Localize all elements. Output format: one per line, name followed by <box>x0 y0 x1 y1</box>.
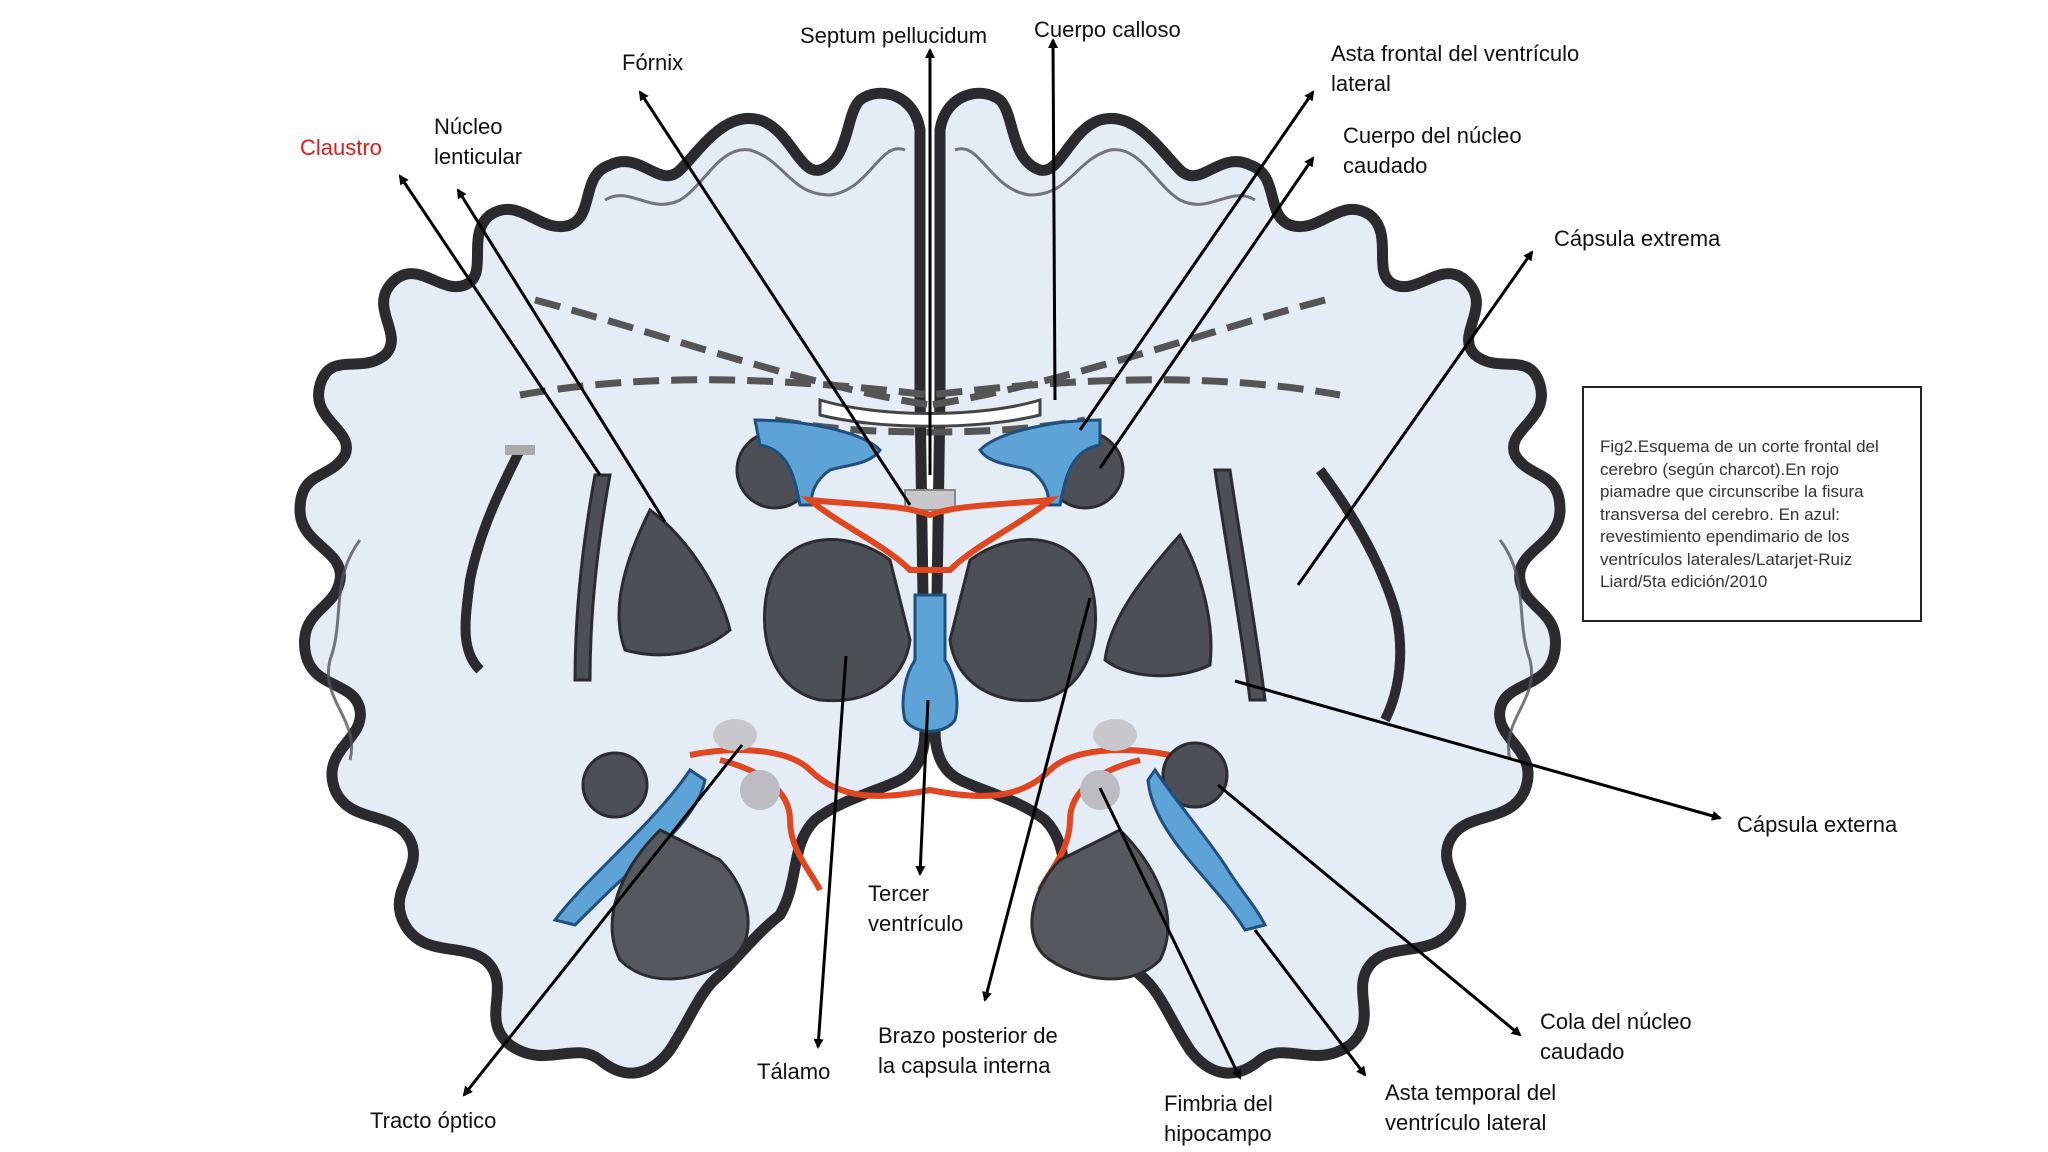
arrow-capsula-extrema <box>1296 250 1534 586</box>
arrow-cuerpo-calloso <box>1048 38 1059 401</box>
label-capsula-extrema: Cápsula extrema <box>1554 226 1721 251</box>
third-ventricle <box>901 593 959 733</box>
label-cuerpo-caudado-line1: Cuerpo del núcleo <box>1343 123 1522 148</box>
label-asta-temporal-line2: ventrículo lateral <box>1385 1110 1546 1135</box>
left-hemisphere-cortex <box>294 87 931 1079</box>
right-temporal-horn <box>1146 767 1268 932</box>
figure-caption-box: Fig2.Esquema de un corte frontal del cer… <box>1582 386 1922 622</box>
labels: Septum pellucidum Cuerpo calloso Fórnix … <box>300 17 1898 1146</box>
label-asta-frontal-line2: lateral <box>1331 71 1391 96</box>
label-asta-frontal-line1: Asta frontal del ventrículo <box>1331 41 1579 66</box>
left-lateral-ventricle <box>753 418 882 507</box>
arrow-capsula-externa <box>1234 679 1722 821</box>
corpus-callosum <box>818 397 1042 428</box>
left-lenticular-nucleus <box>617 507 732 657</box>
label-cola-caudado-line2: caudado <box>1540 1039 1624 1064</box>
arrow-tercer-ventriculo <box>915 699 930 876</box>
label-tercer-ventriculo-line2: ventrículo <box>868 911 963 936</box>
figure-caption-text: Fig2.Esquema de un corte frontal del cer… <box>1600 437 1879 591</box>
pia-mater-transverse <box>689 747 1171 799</box>
right-optic-tract <box>1093 719 1137 751</box>
left-claustrum <box>573 473 612 682</box>
arrow-asta-frontal <box>1078 90 1315 431</box>
arrow-claustro <box>398 174 602 476</box>
label-cola-caudado-line1: Cola del núcleo <box>1540 1009 1692 1034</box>
label-fornix: Fórnix <box>622 50 683 75</box>
arrow-talamo <box>813 655 848 1049</box>
right-caudate-tail <box>1161 741 1229 809</box>
label-talamo: Tálamo <box>757 1059 830 1084</box>
label-fimbria-line2: hipocampo <box>1164 1121 1272 1146</box>
arrow-cuerpo-caudado <box>1098 156 1315 469</box>
label-brazo-posterior-line1: Brazo posterior de <box>878 1023 1058 1048</box>
label-claustro: Claustro <box>300 135 382 160</box>
label-nucleo-lenticular-line1: Núcleo <box>434 114 502 139</box>
right-lenticular-nucleus <box>1103 532 1213 678</box>
label-tracto-optico: Tracto óptico <box>370 1108 496 1133</box>
label-nucleo-lenticular-line2: lenticular <box>434 144 522 169</box>
arrow-brazo-posterior <box>982 597 1092 1002</box>
left-optic-tract <box>713 719 757 751</box>
label-cuerpo-caudado-line2: caudado <box>1343 153 1427 178</box>
arrow-fornix <box>638 90 912 506</box>
right-insula-sulcus <box>1315 467 1406 723</box>
pia-mater-fissure <box>800 496 1060 573</box>
right-thalamus <box>948 538 1098 703</box>
arrow-fimbria <box>1098 787 1242 1080</box>
arrow-nucleo-lenticular <box>456 188 667 523</box>
label-asta-temporal-line1: Asta temporal del <box>1385 1080 1556 1105</box>
left-thalamus <box>762 538 912 703</box>
left-caudate-tail <box>581 751 649 819</box>
right-hippocampus <box>1030 828 1170 981</box>
arrow-tracto-optico <box>462 744 744 1097</box>
left-insula-sulcus <box>460 447 525 674</box>
label-cuerpo-calloso: Cuerpo calloso <box>1034 17 1181 42</box>
label-septum-pellucidum: Septum pellucidum <box>800 23 987 48</box>
label-brazo-posterior-line2: la capsula interna <box>878 1053 1051 1078</box>
label-tercer-ventriculo-line1: Tercer <box>868 881 929 906</box>
arrow-cola-caudado <box>1217 783 1522 1037</box>
right-claustrum <box>1213 468 1267 702</box>
label-arrows <box>398 38 1722 1097</box>
label-fimbria-line1: Fimbria del <box>1164 1091 1273 1116</box>
arrow-asta-temporal <box>1253 929 1367 1077</box>
right-lateral-ventricle <box>978 418 1102 507</box>
label-capsula-externa: Cápsula externa <box>1737 812 1898 837</box>
